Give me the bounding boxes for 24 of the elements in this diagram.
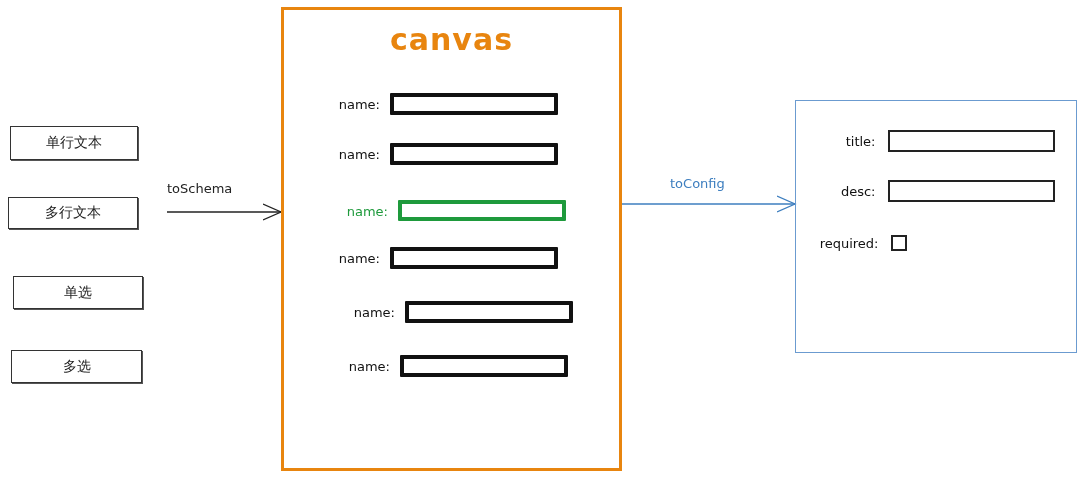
config-panel <box>795 100 1077 353</box>
button-label: 单行文本 <box>46 134 102 152</box>
field-label: name: <box>348 358 390 374</box>
edge-label: toConfig <box>670 176 725 191</box>
field-label: desc: <box>840 183 876 198</box>
field-label: name: <box>353 304 395 320</box>
component-button <box>13 276 143 309</box>
panel-title: canvas <box>388 22 514 57</box>
button-label: 单选 <box>64 283 92 302</box>
component-button <box>11 350 142 383</box>
field-label: title: <box>845 133 876 148</box>
field-label: name: <box>338 250 380 266</box>
component-button <box>8 197 138 229</box>
canvas-panel <box>281 7 622 471</box>
field-label: name: <box>338 146 380 162</box>
button-label: 多选 <box>62 357 91 376</box>
arrow <box>621 195 796 213</box>
arrow <box>166 203 282 221</box>
edge-label: toSchema <box>167 181 233 196</box>
button-label: 多行文本 <box>45 204 101 222</box>
field-label: name: <box>338 96 380 112</box>
component-button <box>10 126 138 160</box>
field-label: name: <box>346 203 388 218</box>
field-label: required: <box>819 235 879 250</box>
